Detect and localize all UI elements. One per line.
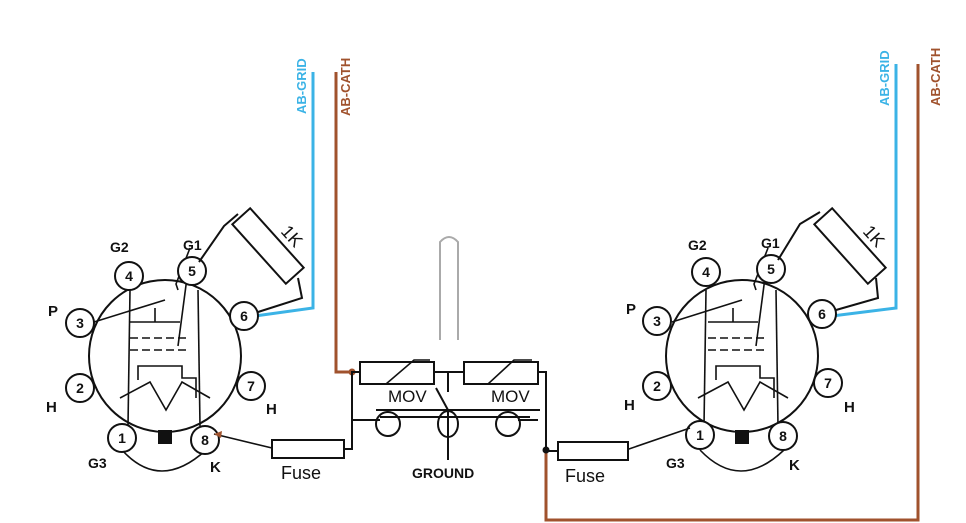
left-cathode-wire (334, 72, 352, 374)
right-resistor-lead-bottom (835, 277, 880, 311)
svg-text:7: 7 (247, 378, 255, 394)
svg-text:1: 1 (118, 430, 126, 446)
tube-left-label-g2: G2 (110, 239, 129, 255)
left-resistor-lead-bottom (257, 277, 304, 313)
svg-text:5: 5 (767, 261, 775, 277)
svg-text:2: 2 (76, 380, 84, 396)
tube-right: AB-GRID AB-CATH 1 2 3 4 5 6 7 8 G3 H P (542, 48, 943, 522)
tube-left-pin-2: 2 (65, 373, 95, 403)
svg-text:2: 2 (653, 378, 661, 394)
svg-text:7: 7 (824, 375, 832, 391)
tube-right-pin-4: 4 (691, 257, 721, 287)
svg-text:4: 4 (125, 268, 133, 284)
ground-contact-left (375, 411, 401, 437)
right-fuse-label: Fuse (565, 466, 605, 486)
tube-right-pin-7: 7 (813, 368, 843, 398)
svg-text:5: 5 (188, 263, 196, 279)
center-right-rail (538, 371, 547, 450)
svg-text:6: 6 (818, 306, 826, 322)
center-tab (439, 236, 459, 340)
tube-left-pin-1: 1 (107, 423, 137, 453)
svg-text:1: 1 (696, 427, 704, 443)
tube-left: AB-GRID AB-CATH 1 2 3 4 5 6 7 8 (46, 58, 356, 483)
left-fuse-label: Fuse (281, 463, 321, 483)
tube-left-electrodes (93, 247, 211, 472)
tube-right-label-p: P (626, 301, 636, 318)
left-fuse (271, 439, 345, 459)
tube-right-label-g2: G2 (688, 237, 707, 253)
ground-lead (435, 387, 449, 460)
right-fuse-lead-in (625, 427, 691, 451)
ground-label: GROUND (412, 465, 474, 481)
center-protection: MOV MOV GROUND (351, 236, 547, 481)
tube-left-label-g1: G1 (183, 237, 202, 253)
ground-contact-right (495, 411, 521, 437)
tube-left-label-h-left: H (46, 399, 57, 416)
svg-text:6: 6 (240, 308, 248, 324)
tube-left-label-h-right: H (266, 401, 277, 418)
tube-left-pin-3: 3 (65, 308, 95, 338)
svg-text:3: 3 (76, 315, 84, 331)
tube-left-pin-6: 6 (229, 301, 259, 331)
left-resistor-lead-top (198, 213, 239, 263)
mov-left-label: MOV (388, 387, 427, 406)
right-resistor-lead-top (777, 211, 821, 261)
mov-right-label: MOV (491, 387, 530, 406)
tube-right-label-g3: G3 (666, 455, 685, 471)
left-fuse-arrow (214, 431, 222, 438)
tube-right-electrodes (671, 247, 789, 472)
svg-text:3: 3 (653, 313, 661, 329)
tube-left-pin-8: 8 (190, 425, 220, 455)
tube-right-label-h-left: H (624, 397, 635, 414)
tube-right-pin-2: 2 (642, 371, 672, 401)
tube-left-label-g3: G3 (88, 455, 107, 471)
tube-left-label-p: P (48, 303, 58, 320)
left-grid-bus-label: AB-GRID (294, 58, 309, 114)
left-fuse-lead-out (344, 372, 353, 450)
mov-left (359, 361, 435, 385)
left-fuse-lead-in (213, 433, 273, 449)
tube-left-label-k: K (210, 459, 221, 476)
right-grid-resistor (812, 206, 888, 286)
tube-right-pin-5: 5 (756, 254, 786, 284)
right-cathode-wire (544, 64, 920, 522)
tube-right-pin-8: 8 (768, 421, 798, 451)
right-grid-bus-label: AB-GRID (877, 50, 892, 106)
left-cathode-bus-label: AB-CATH (338, 58, 353, 116)
center-top-rail (434, 371, 464, 392)
right-fuse (557, 441, 629, 461)
tube-right-pin-3: 3 (642, 306, 672, 336)
svg-text:8: 8 (201, 432, 209, 448)
tube-right-label-k: K (789, 457, 800, 474)
svg-text:4: 4 (702, 264, 710, 280)
tube-left-pin-7: 7 (236, 371, 266, 401)
tube-left-pin-5: 5 (177, 256, 207, 286)
left-grid-resistor (230, 206, 306, 286)
tube-right-label-g1: G1 (761, 235, 780, 251)
tube-right-envelope (665, 279, 819, 433)
tube-right-label-h-right: H (844, 399, 855, 416)
tube-left-pin-4: 4 (114, 261, 144, 291)
tube-right-pin-1: 1 (685, 420, 715, 450)
svg-text:8: 8 (779, 428, 787, 444)
left-grid-wire (254, 72, 315, 318)
tube-right-pin-6: 6 (807, 299, 837, 329)
center-left-rail (351, 371, 380, 421)
right-grid-wire (831, 64, 898, 318)
right-cathode-bus-label: AB-CATH (928, 48, 943, 106)
